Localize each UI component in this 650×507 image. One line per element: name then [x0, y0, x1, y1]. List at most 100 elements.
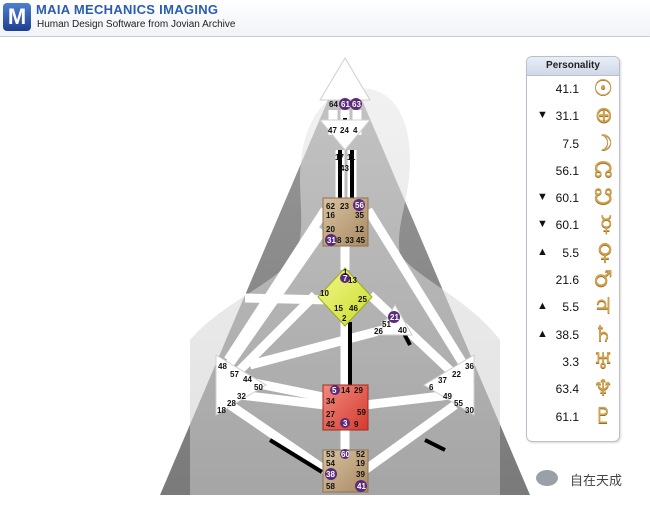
gate-label: 16	[326, 211, 335, 220]
gate-label: 15	[334, 304, 343, 313]
pluto-icon: ♇	[593, 403, 613, 429]
mercury-icon: ☿	[599, 212, 613, 238]
watermark-text: 自在天成	[570, 474, 623, 489]
personality-row: ▲ 5.5 ♀	[527, 240, 619, 267]
spleen-center	[215, 354, 267, 416]
sun-icon: ☉	[593, 76, 613, 101]
gate-label: 54	[326, 459, 335, 468]
uranus-icon: ♅	[593, 348, 613, 374]
gate-line-value: 21.6	[555, 273, 579, 288]
gate-line-value: 60.1	[555, 218, 579, 233]
gate-line-value: 5.5	[562, 300, 579, 315]
gate-label: 24	[340, 126, 349, 135]
saturn-icon: ♄	[593, 321, 613, 347]
personality-row: 21.6♂	[527, 267, 619, 294]
personality-row: 61.1 ♇	[527, 404, 619, 431]
gate-label: 3	[343, 419, 348, 428]
gate-line-value: 41.1	[555, 82, 579, 96]
gate-line-value: 3.3	[562, 354, 579, 369]
personality-panel-title: Personality	[527, 57, 619, 76]
personality-row: 41.1 ☉	[527, 76, 619, 103]
gate-label: 26	[374, 327, 383, 336]
jupiter-icon: ♃	[593, 294, 613, 320]
gate-label: 9	[354, 420, 359, 429]
gate-label: 6	[429, 383, 434, 392]
direction-arrow: ▲	[537, 327, 548, 340]
neptune-icon: ♆	[593, 376, 613, 402]
gate-line-value: 56.1	[555, 163, 579, 178]
direction-arrow: ▲	[537, 245, 548, 258]
personality-row: ▲38.5♄	[527, 322, 619, 349]
direction-arrow: ▼	[537, 109, 548, 122]
gate-label: 62	[326, 202, 335, 211]
gate-label: 37	[438, 376, 447, 385]
gate-label: 44	[243, 375, 252, 384]
gate-label: 2	[342, 314, 347, 323]
gate-line-value: 61.1	[555, 409, 579, 424]
gate-line-value: 5.5	[562, 245, 579, 260]
gate-label: 38	[326, 470, 335, 479]
gate-label: 56	[355, 201, 364, 210]
gate-label: 35	[355, 211, 364, 220]
personality-row: ▼60.1☋	[527, 185, 619, 212]
personality-row: ▼ 31.1 ⊕	[527, 103, 619, 130]
gate-label: 14	[341, 386, 350, 395]
gate-label: 8	[337, 236, 342, 245]
gate-label: 13	[348, 276, 357, 285]
solar-plexus-center	[423, 354, 475, 416]
gate-label: 34	[326, 397, 335, 406]
gate-label: 61	[341, 100, 350, 109]
gate-label: 58	[326, 482, 335, 491]
gate-label: 40	[398, 326, 407, 335]
personality-rows: 41.1☉▼31.1⊕7.5☽56.1☊▼60.1☋▼60.1☿▲5.5♀21.…	[527, 76, 619, 431]
gate-label: 27	[326, 410, 335, 419]
direction-arrow: ▼	[537, 218, 548, 231]
gate-label: 41	[357, 482, 366, 491]
ajna-center	[318, 119, 372, 151]
venus-icon: ♀	[596, 239, 613, 265]
gate-label: 36	[465, 362, 474, 371]
gate-labels: 64 61 63 47 24 4 17 11 43 62 23 56 16 35…	[217, 100, 474, 491]
gate-label: 19	[356, 459, 365, 468]
gate-label: 17	[335, 153, 344, 162]
direction-arrow: ▼	[537, 191, 548, 204]
gate-label: 1	[343, 268, 348, 277]
app-logo-icon: M	[3, 3, 31, 31]
gate-label: 23	[340, 202, 349, 211]
gate-label: 55	[454, 399, 463, 408]
north-node-icon: ☊	[593, 157, 613, 183]
gate-label: 21	[390, 313, 399, 322]
gate-label: 52	[356, 450, 365, 459]
gate-label: 29	[354, 386, 363, 395]
personality-row: 7.5☽	[527, 131, 619, 158]
gate-label: 50	[254, 383, 263, 392]
gate-label: 45	[356, 236, 365, 245]
earth-icon: ⊕	[594, 103, 613, 129]
gate-label: 31	[327, 236, 336, 245]
personality-row: 56.1 ☊	[527, 158, 619, 185]
gate-label: 30	[465, 406, 474, 415]
personality-row: ▲ 5.5 ♃	[527, 294, 619, 321]
gate-label: 11	[347, 153, 356, 162]
head-center	[319, 57, 371, 101]
gate-label: 42	[326, 420, 335, 429]
gate-label: 4	[353, 126, 358, 135]
activated-gate-markers	[325, 98, 400, 492]
gate-line-value: 31.1	[555, 109, 579, 124]
app-title: MAIA MECHANICS IMAGING	[36, 2, 219, 17]
g-center	[317, 267, 373, 327]
gate-label: 20	[326, 225, 335, 234]
gate-label: 49	[443, 392, 452, 401]
south-node-icon: ☋	[593, 185, 613, 211]
moon-icon: ☽	[593, 130, 613, 156]
gate-label: 57	[230, 370, 239, 379]
gate-label: 47	[328, 126, 337, 135]
gate-label: 51	[382, 320, 391, 329]
personality-panel: Personality 41.1☉▼31.1⊕7.5☽56.1☊▼60.1☋▼6…	[526, 56, 620, 442]
wechat-icon	[536, 470, 558, 486]
gate-label: 53	[326, 450, 335, 459]
gate-label: 43	[340, 164, 349, 173]
direction-arrow: ▲	[537, 300, 548, 313]
app-subtitle: Human Design Software from Jovian Archiv…	[37, 19, 236, 30]
